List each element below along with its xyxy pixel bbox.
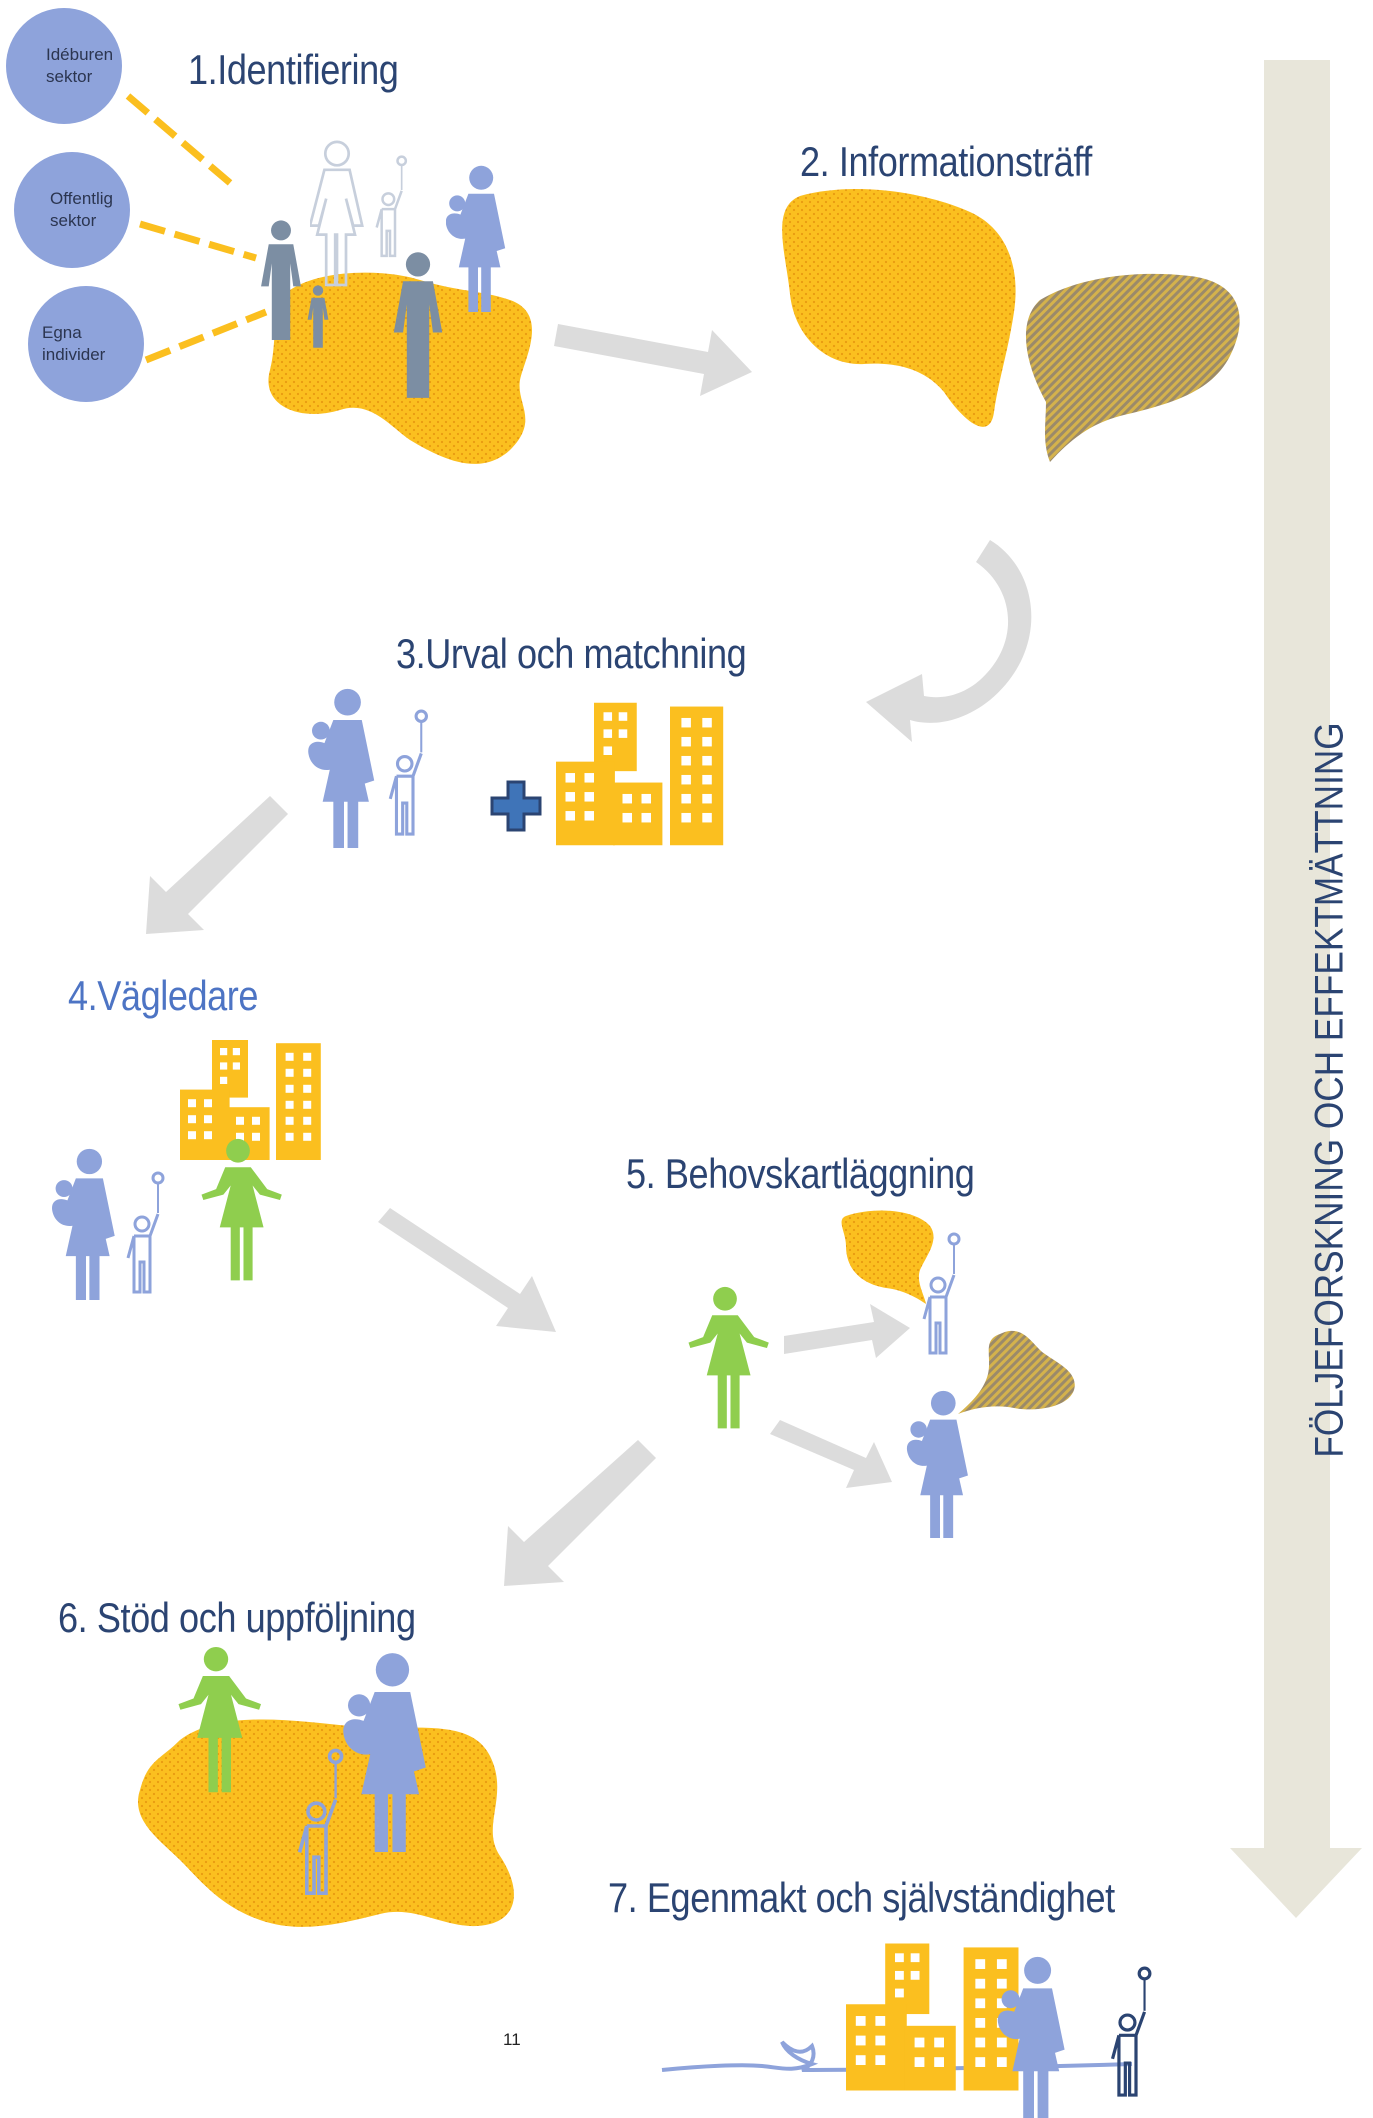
step-4-title: 4.Vägledare [68, 972, 259, 1019]
empowerment-group [661, 1943, 1152, 2118]
step-5-title: 5. Behovskartläggning [626, 1150, 975, 1197]
info-bubbles [782, 189, 1240, 462]
plus-icon [490, 780, 542, 832]
sector-circles [6, 8, 268, 402]
sector-label-egna: Egna individer [42, 323, 106, 364]
sector-label-ideburen: Idéburen sektor [46, 45, 114, 86]
arrow-step4-to-step5 [378, 1208, 556, 1332]
arrow-step5-to-step6 [504, 1440, 656, 1586]
side-progress-arrow [1230, 60, 1362, 1918]
matching-group [308, 688, 724, 848]
needs-group [688, 1210, 1075, 1538]
page-number: 11 [503, 2030, 521, 2049]
arrow-step3-to-step4 [146, 796, 288, 934]
guide-group [52, 1040, 321, 1300]
side-label: FÖLJEFORSKNING OCH EFFEKTMÄTTNING [1307, 722, 1352, 1458]
sector-label-offentlig: Offentlig sektor [50, 189, 114, 230]
step-1-title: 1.Identifiering [188, 46, 399, 93]
arrow-step2-to-step3 [866, 540, 1032, 742]
step-6-title: 6. Stöd och uppföljning [58, 1594, 416, 1641]
identification-island [268, 272, 532, 464]
step-2-title: 2. Informationsträff [800, 138, 1092, 185]
arrow-step1-to-step2 [554, 324, 752, 396]
support-group [138, 1646, 514, 1927]
step-3-title: 3.Urval och matchning [396, 630, 747, 677]
step-7-title: 7. Egenmakt och självständighet [608, 1874, 1115, 1921]
